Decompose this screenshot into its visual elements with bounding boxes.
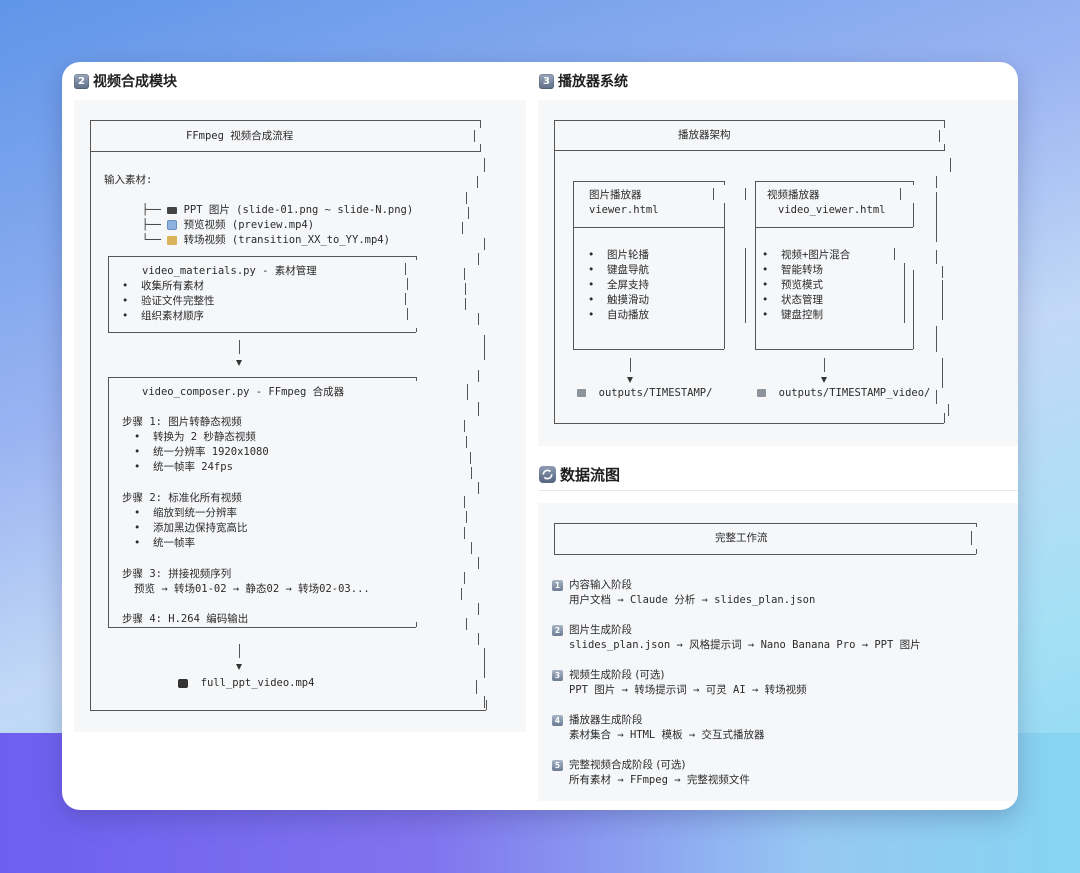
step-sequence: 预览 → 转场01-02 → 静态02 → 转场02-03... <box>134 583 370 595</box>
diagram-header: FFmpeg 视频合成流程 <box>186 130 294 142</box>
video-player-output: outputs/TIMESTAMP_video/ <box>757 386 930 401</box>
video-player-name: 视频播放器 <box>767 189 820 201</box>
step-label: 步骤 1: 图片转静态视频 <box>122 416 242 428</box>
section-title-text: 数据流图 <box>560 466 621 484</box>
feature-item: • 键盘控制 <box>762 309 823 321</box>
materials-item: • 组织素材顺序 <box>122 310 204 322</box>
image-player-file: viewer.html <box>589 204 659 216</box>
workflow-header: 完整工作流 <box>715 532 768 544</box>
step-item: • 统一帧率 <box>134 537 195 549</box>
step-item: • 缩放到统一分辨率 <box>134 507 237 519</box>
video-camera-icon <box>178 678 188 688</box>
section-title-text: 播放器系统 <box>558 74 628 90</box>
section-title-dataflow: 数据流图 <box>539 464 620 485</box>
step-item: • 添加黑边保持宽高比 <box>134 522 248 534</box>
feature-item: • 预览模式 <box>762 279 823 291</box>
number-badge-icon: 5 <box>552 759 563 771</box>
folder-icon <box>757 389 766 397</box>
materials-item: • 验证文件完整性 <box>122 295 215 307</box>
refresh-icon <box>539 466 556 483</box>
number-badge-icon: 3 <box>539 73 554 89</box>
feature-item: • 视频+图片混合 <box>762 249 851 261</box>
input-item: └── 转场视频 (transition_XX_to_YY.mp4) <box>141 234 390 246</box>
step-item: • 统一帧率 24fps <box>134 461 233 473</box>
folder-icon <box>577 389 586 397</box>
feature-item: • 智能转场 <box>762 264 823 276</box>
film-icon <box>167 235 178 245</box>
feature-item: • 自动播放 <box>588 309 649 321</box>
arrow-down-icon <box>626 377 633 383</box>
input-item: ├── 预览视频 (preview.mp4) <box>141 219 315 231</box>
materials-title: video_materials.py - 素材管理 <box>142 265 317 277</box>
section-divider <box>539 490 1018 491</box>
arrow-down-icon <box>820 377 827 383</box>
number-badge-icon: 1 <box>552 579 563 591</box>
section-title-player: 3 播放器系统 <box>539 71 628 91</box>
number-badge-icon: 3 <box>552 669 563 681</box>
feature-item: • 全屏支持 <box>588 279 649 291</box>
feature-item: • 触摸滑动 <box>588 294 649 306</box>
section-title-text: 视频合成模块 <box>93 74 177 90</box>
arrow-down-icon <box>235 664 242 670</box>
video-player-file: video_viewer.html <box>778 204 886 216</box>
player-diagram-header: 播放器架构 <box>678 129 731 141</box>
step-label: 步骤 2: 标准化所有视频 <box>122 492 242 504</box>
section-title-video: 2 视频合成模块 <box>74 71 177 91</box>
feature-item: • 图片轮播 <box>588 249 649 261</box>
image-icon <box>167 206 178 214</box>
video-diagram-panel: FFmpeg 视频合成流程 输入素材: ├── PPT 图片 (slide-01… <box>74 100 526 732</box>
document-card: 2 视频合成模块 <box>62 62 1018 810</box>
composer-title: video_composer.py - FFmpeg 合成器 <box>142 386 345 398</box>
image-player-name: 图片播放器 <box>589 189 642 201</box>
number-badge-icon: 2 <box>552 624 563 636</box>
player-diagram-panel: 播放器架构 图片播放器 viewer.html • 图片轮播 • 键盘导航 • … <box>538 100 1018 446</box>
inputs-label: 输入素材: <box>104 174 153 186</box>
number-badge-icon: 4 <box>552 714 563 726</box>
step-item: • 转换为 2 秒静态视频 <box>134 431 256 443</box>
step-label: 步骤 3: 拼接视频序列 <box>122 568 232 580</box>
step-item: • 统一分辨率 1920x1080 <box>134 446 269 458</box>
number-badge-icon: 2 <box>74 73 89 89</box>
step-label: 步骤 4: H.264 编码输出 <box>122 613 249 625</box>
preview-icon <box>167 220 178 230</box>
feature-item: • 键盘导航 <box>588 264 649 276</box>
materials-item: • 收集所有素材 <box>122 280 204 292</box>
image-player-output: outputs/TIMESTAMP/ <box>577 386 712 401</box>
output-file: full_ppt_video.mp4 <box>178 676 314 691</box>
input-item: ├── PPT 图片 (slide-01.png ~ slide-N.png) <box>141 204 414 216</box>
arrow-down-icon <box>235 360 242 366</box>
feature-item: • 状态管理 <box>762 294 823 306</box>
